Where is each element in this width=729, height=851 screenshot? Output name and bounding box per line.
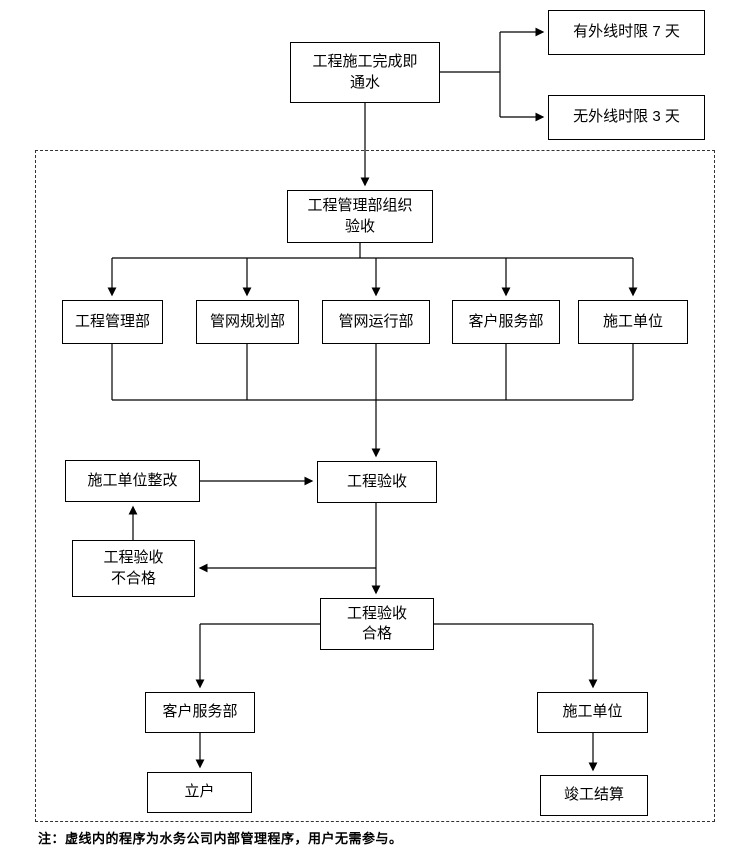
internal-process-dashed-region xyxy=(35,150,715,822)
node-acceptance: 工程验收 xyxy=(317,461,437,503)
node-construction-after: 施工单位 xyxy=(537,692,648,733)
node-no-outer-line-limit: 无外线时限 3 天 xyxy=(548,95,705,140)
node-dept-engineering: 工程管理部 xyxy=(62,300,163,344)
node-org-acceptance: 工程管理部组织 验收 xyxy=(287,190,433,243)
node-open-account: 立户 xyxy=(147,772,252,813)
node-acceptance-pass: 工程验收 合格 xyxy=(320,598,434,650)
footnote: 注：虚线内的程序为水务公司内部管理程序，用户无需参与。 xyxy=(38,831,403,846)
node-dept-pipeline-operation: 管网运行部 xyxy=(322,300,430,344)
node-acceptance-fail: 工程验收 不合格 xyxy=(72,540,195,597)
node-construction-rectify: 施工单位整改 xyxy=(65,460,200,502)
node-outer-line-limit: 有外线时限 7 天 xyxy=(548,10,705,55)
node-customer-service-after: 客户服务部 xyxy=(145,692,255,733)
node-dept-customer-service: 客户服务部 xyxy=(452,300,560,344)
node-final-settlement: 竣工结算 xyxy=(540,775,648,816)
node-dept-construction: 施工单位 xyxy=(578,300,688,344)
node-start: 工程施工完成即 通水 xyxy=(290,42,440,103)
node-dept-pipeline-planning: 管网规划部 xyxy=(196,300,299,344)
